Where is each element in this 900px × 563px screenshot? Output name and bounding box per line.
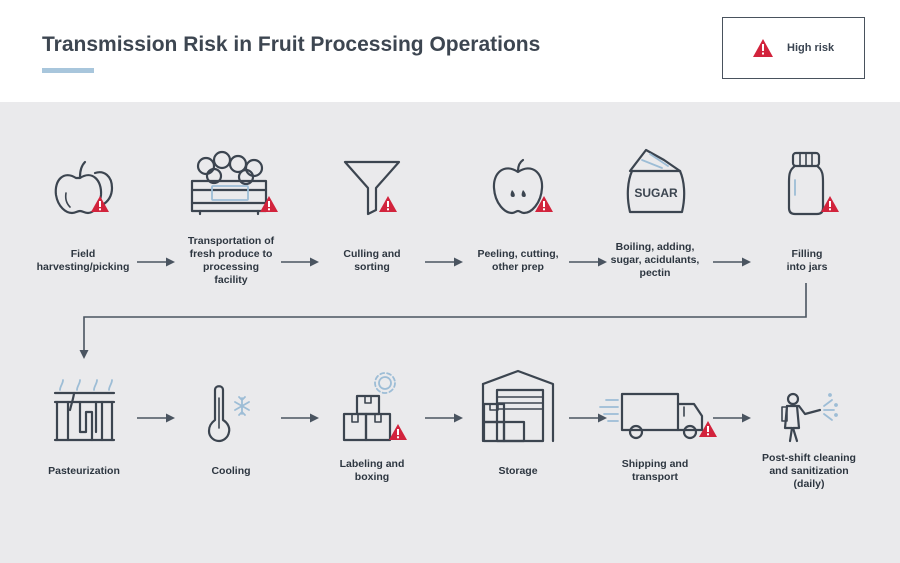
process-panel <box>0 102 900 563</box>
flow-arrow <box>569 257 607 267</box>
flow-arrow <box>425 413 463 423</box>
boxes-icon <box>342 372 407 442</box>
step-label-cooling: Cooling <box>211 465 251 477</box>
step-label-shipping: Shipping and transport <box>621 458 689 483</box>
sugar-bag-icon: SUGAR <box>626 148 686 214</box>
step-label-field: Field harvesting/picking <box>36 248 130 273</box>
flow-arrow <box>281 257 319 267</box>
step-label-labeling: Labeling and boxing <box>339 458 405 483</box>
crate-icon <box>190 150 278 216</box>
sugar-bag-text: SUGAR <box>634 186 678 200</box>
step-label-pasteurization: Pasteurization <box>48 465 120 477</box>
flow-arrow <box>569 413 607 423</box>
truck-icon <box>599 392 717 440</box>
legend-label: High risk <box>787 42 835 54</box>
step-label-culling: Culling and sorting <box>343 248 401 273</box>
apples-icon <box>54 160 114 215</box>
jar-icon <box>787 151 839 216</box>
header: Transmission Risk in Fruit Processing Op… <box>0 0 900 102</box>
flow-arrow <box>137 413 175 423</box>
step-label-cleaning: Post-shift cleaning and sanitization (da… <box>762 452 856 490</box>
thermometer-icon <box>207 385 250 443</box>
step-label-boiling: Boiling, adding, sugar, acidulants, pect… <box>610 241 700 279</box>
row-connector-arrow <box>79 283 807 359</box>
pasteurizer-icon <box>53 379 116 442</box>
step-label-filling: Filling into jars <box>786 248 828 273</box>
step-label-peeling: Peeling, cutting, other prep <box>477 248 559 273</box>
flow-arrow <box>137 257 175 267</box>
warehouse-icon <box>481 369 555 443</box>
page-title: Transmission Risk in Fruit Processing Op… <box>42 33 541 56</box>
funnel-icon <box>343 160 401 216</box>
cut-apple-icon <box>492 158 553 215</box>
flow-arrow <box>713 413 751 423</box>
sprayer-icon <box>781 392 838 443</box>
flow-arrow <box>713 257 751 267</box>
step-label-storage: Storage <box>498 465 538 477</box>
step-label-transport: Transportation of fresh produce to proce… <box>187 235 275 286</box>
flow-arrow <box>281 413 319 423</box>
title-underline <box>42 68 94 73</box>
legend: High risk <box>722 17 865 79</box>
warning-triangle-icon <box>753 39 773 57</box>
flow-arrow <box>425 257 463 267</box>
